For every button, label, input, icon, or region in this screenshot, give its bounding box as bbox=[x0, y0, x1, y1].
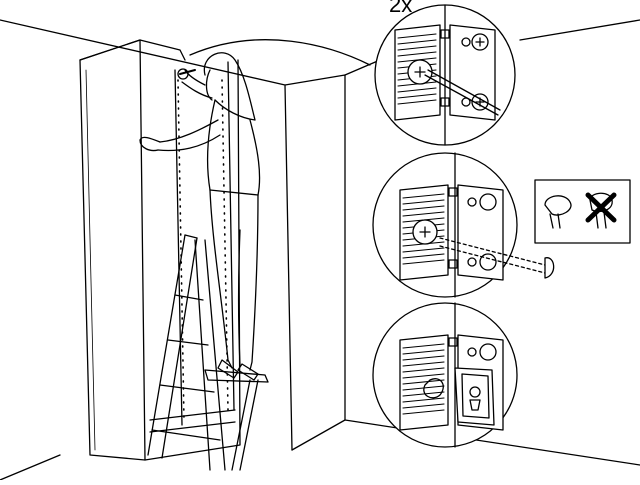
detail-circle-1 bbox=[374, 4, 516, 146]
screwdriver bbox=[179, 69, 196, 75]
wardrobe bbox=[79, 39, 241, 461]
stepladder bbox=[147, 234, 269, 471]
screw-type-box bbox=[534, 179, 631, 244]
detail-circle-3 bbox=[372, 302, 518, 448]
room-walls bbox=[0, 19, 640, 481]
leader-line bbox=[189, 39, 371, 66]
person bbox=[139, 52, 261, 381]
cross-mark-icon bbox=[585, 192, 617, 223]
quantity-label: 2x bbox=[389, 0, 413, 17]
rounded-screw-head-icon bbox=[544, 195, 572, 229]
detail-circle-2 bbox=[372, 152, 555, 298]
